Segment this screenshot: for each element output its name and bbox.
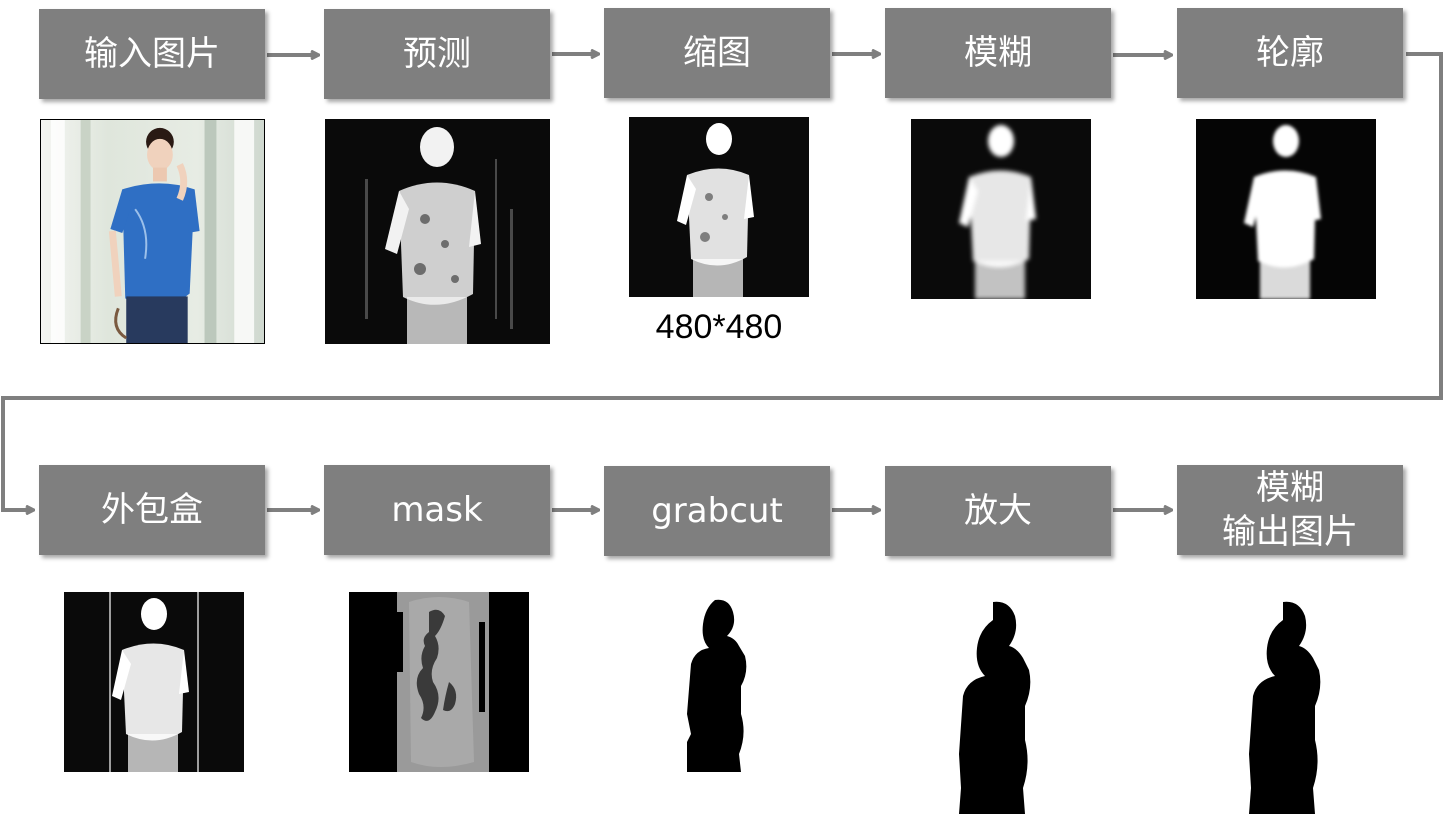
step-label: 轮廓 <box>1256 33 1324 73</box>
step-label: 缩图 <box>683 33 751 73</box>
step-resize: 缩图 <box>604 8 830 98</box>
step-label: 预测 <box>403 34 471 74</box>
step-label: 输入图片 <box>84 34 220 74</box>
resize-caption: 480*480 <box>655 308 783 346</box>
step-label: grabcut <box>651 491 783 531</box>
step-label: 放大 <box>964 491 1032 531</box>
resized-map-thumbnail <box>629 117 809 297</box>
enlarged-silhouette-thumbnail <box>955 600 1045 814</box>
bounding-box-thumbnail <box>64 592 244 772</box>
step-mask: mask <box>324 465 550 555</box>
step-label: 模糊 <box>964 33 1032 73</box>
step-bounding-box: 外包盒 <box>39 465 265 555</box>
prediction-map-thumbnail <box>325 119 550 344</box>
step-blur: 模糊 <box>885 8 1111 98</box>
contour-map-thumbnail <box>1196 119 1376 299</box>
output-silhouette-thumbnail <box>1245 600 1335 814</box>
step-label: mask <box>391 490 483 530</box>
step-blur-output: 模糊 输出图片 <box>1177 465 1403 555</box>
step-enlarge: 放大 <box>885 466 1111 556</box>
step-grabcut: grabcut <box>604 466 830 556</box>
blurred-map-thumbnail <box>911 119 1091 299</box>
input-photo-thumbnail <box>40 119 265 344</box>
step-label: 外包盒 <box>101 490 203 530</box>
grabcut-silhouette-thumbnail <box>675 596 765 776</box>
grabcut-mask-thumbnail <box>349 592 529 772</box>
step-predict: 预测 <box>324 9 550 99</box>
step-input-image: 输入图片 <box>39 9 265 99</box>
step-contour: 轮廓 <box>1177 8 1403 98</box>
step-label-line-1: 模糊 <box>1256 468 1324 508</box>
step-label-line-2: 输出图片 <box>1222 512 1358 552</box>
